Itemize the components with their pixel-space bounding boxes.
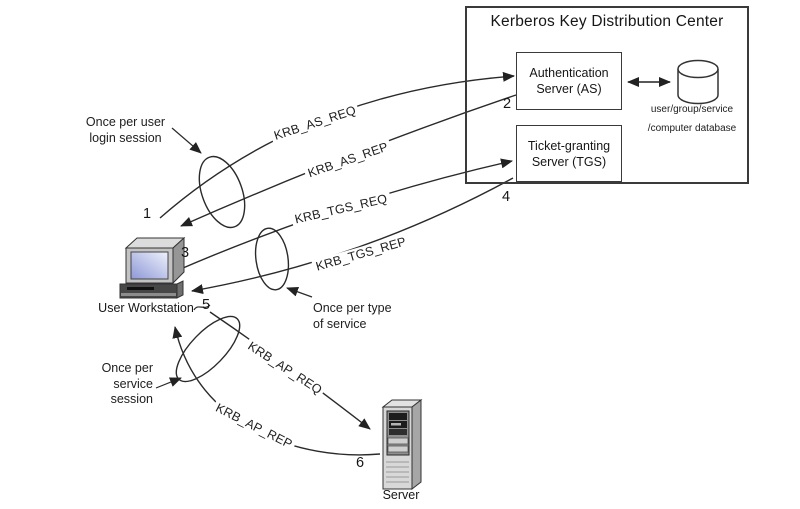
step-1: 1 bbox=[142, 206, 152, 222]
server-caption: Server bbox=[382, 488, 420, 502]
authentication-server-box: Authentication Server (AS) bbox=[516, 52, 622, 110]
service-session-ellipse bbox=[175, 315, 241, 383]
step-6: 6 bbox=[355, 455, 365, 471]
service-session-note-line1: Once per bbox=[101, 361, 153, 375]
tgs-label-line1: Ticket-granting bbox=[527, 138, 611, 153]
login-session-note-line2: login session bbox=[89, 130, 162, 145]
krb-as-req-arrow bbox=[159, 71, 515, 219]
login-session-leader-arrow bbox=[171, 127, 202, 154]
step-3: 3 bbox=[180, 245, 190, 261]
database-icon bbox=[677, 59, 719, 105]
login-session-note: Once per user login session bbox=[78, 115, 173, 146]
server-icon bbox=[381, 398, 423, 491]
krb-tgs-rep-arrow bbox=[191, 177, 514, 294]
kdc-box bbox=[465, 6, 749, 184]
login-session-ellipse bbox=[198, 155, 246, 229]
step-5: 5 bbox=[201, 297, 211, 313]
type-of-service-note-line1: Once per type bbox=[313, 301, 392, 315]
step-2: 2 bbox=[502, 96, 512, 112]
ticket-granting-server-box: Ticket-granting Server (TGS) bbox=[516, 125, 622, 182]
database-caption-line2: /computer database bbox=[647, 123, 737, 134]
service-session-note-line3: session bbox=[110, 392, 153, 406]
step-4: 4 bbox=[501, 189, 511, 205]
type-of-service-note-line2: of service bbox=[313, 316, 367, 331]
type-of-service-note: Once per type of service bbox=[313, 301, 408, 332]
database-caption: user/group/service /computer database bbox=[632, 100, 752, 138]
workstation-icon bbox=[119, 236, 186, 299]
login-session-note-line1: Once per user bbox=[85, 115, 166, 129]
kdc-title: Kerberos Key Distribution Center bbox=[490, 13, 724, 30]
service-session-note: Once per service session bbox=[95, 361, 153, 408]
service-session-leader-arrow bbox=[155, 377, 182, 389]
type-of-service-leader-arrow bbox=[286, 287, 313, 298]
step5-connector-line bbox=[193, 304, 211, 311]
type-of-service-ellipse bbox=[254, 227, 290, 291]
database-caption-line1: user/group/service bbox=[650, 104, 734, 115]
tgs-label-line2: Server (TGS) bbox=[531, 154, 607, 169]
service-session-note-line2: service bbox=[113, 376, 153, 391]
workstation-caption: User Workstation bbox=[98, 301, 194, 315]
as-label-line1: Authentication bbox=[529, 66, 609, 80]
as-label-line2: Server (AS) bbox=[536, 82, 602, 96]
